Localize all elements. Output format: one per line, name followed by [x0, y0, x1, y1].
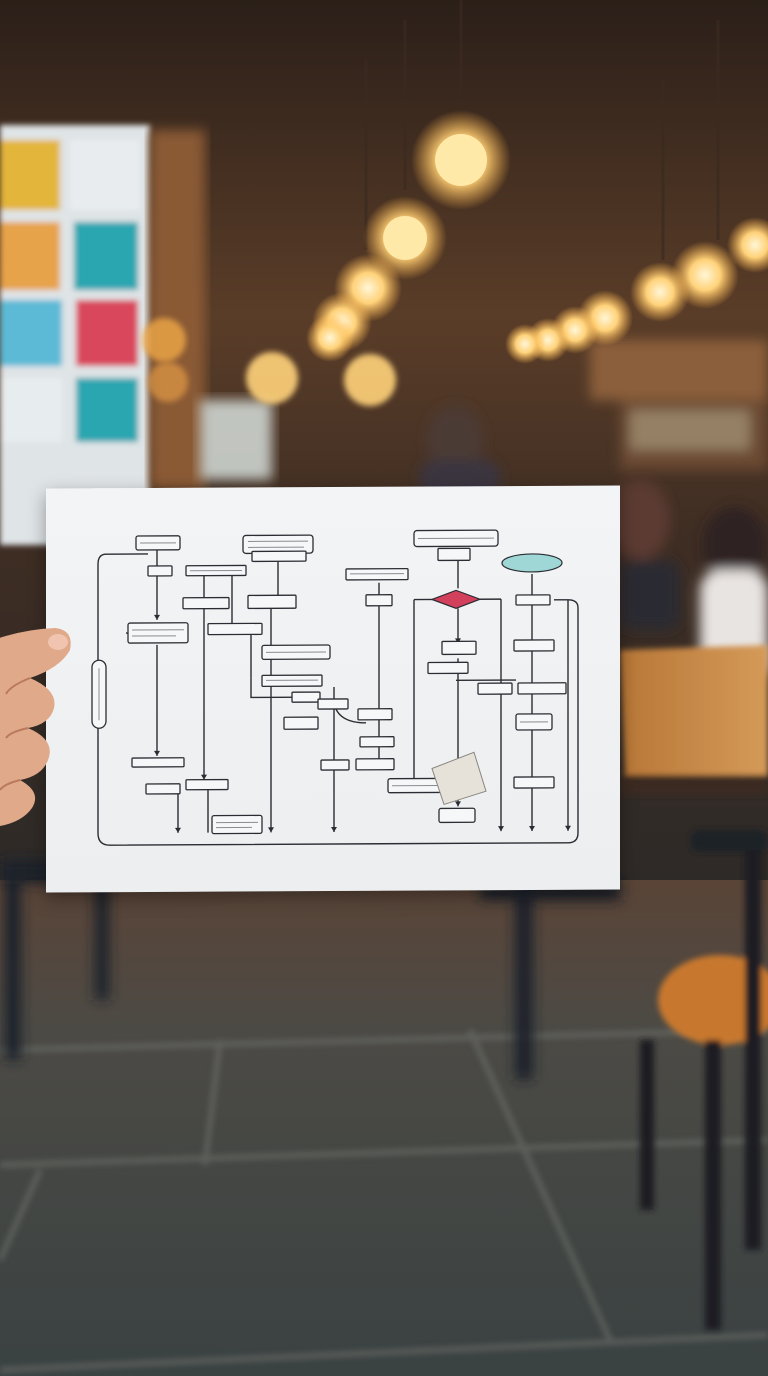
- flowchart-paper: [46, 485, 620, 893]
- cafe-table: [620, 645, 768, 795]
- terminal-cloud: [501, 553, 563, 573]
- flowchart-diagram: [91, 529, 579, 846]
- outer-loop-line: [97, 553, 579, 846]
- decision-diamond: [430, 589, 482, 609]
- box-text-scribbles: [98, 537, 548, 829]
- window-glow: [200, 400, 272, 480]
- chair: [640, 830, 768, 1330]
- hand: [0, 628, 71, 826]
- folded-note: [431, 751, 487, 806]
- process-boxes: [91, 529, 567, 835]
- pendant-lights: [142, 0, 768, 406]
- color-tile-wall: [0, 125, 150, 545]
- wood-pillar: [150, 130, 205, 490]
- bar-shelves: [590, 340, 768, 470]
